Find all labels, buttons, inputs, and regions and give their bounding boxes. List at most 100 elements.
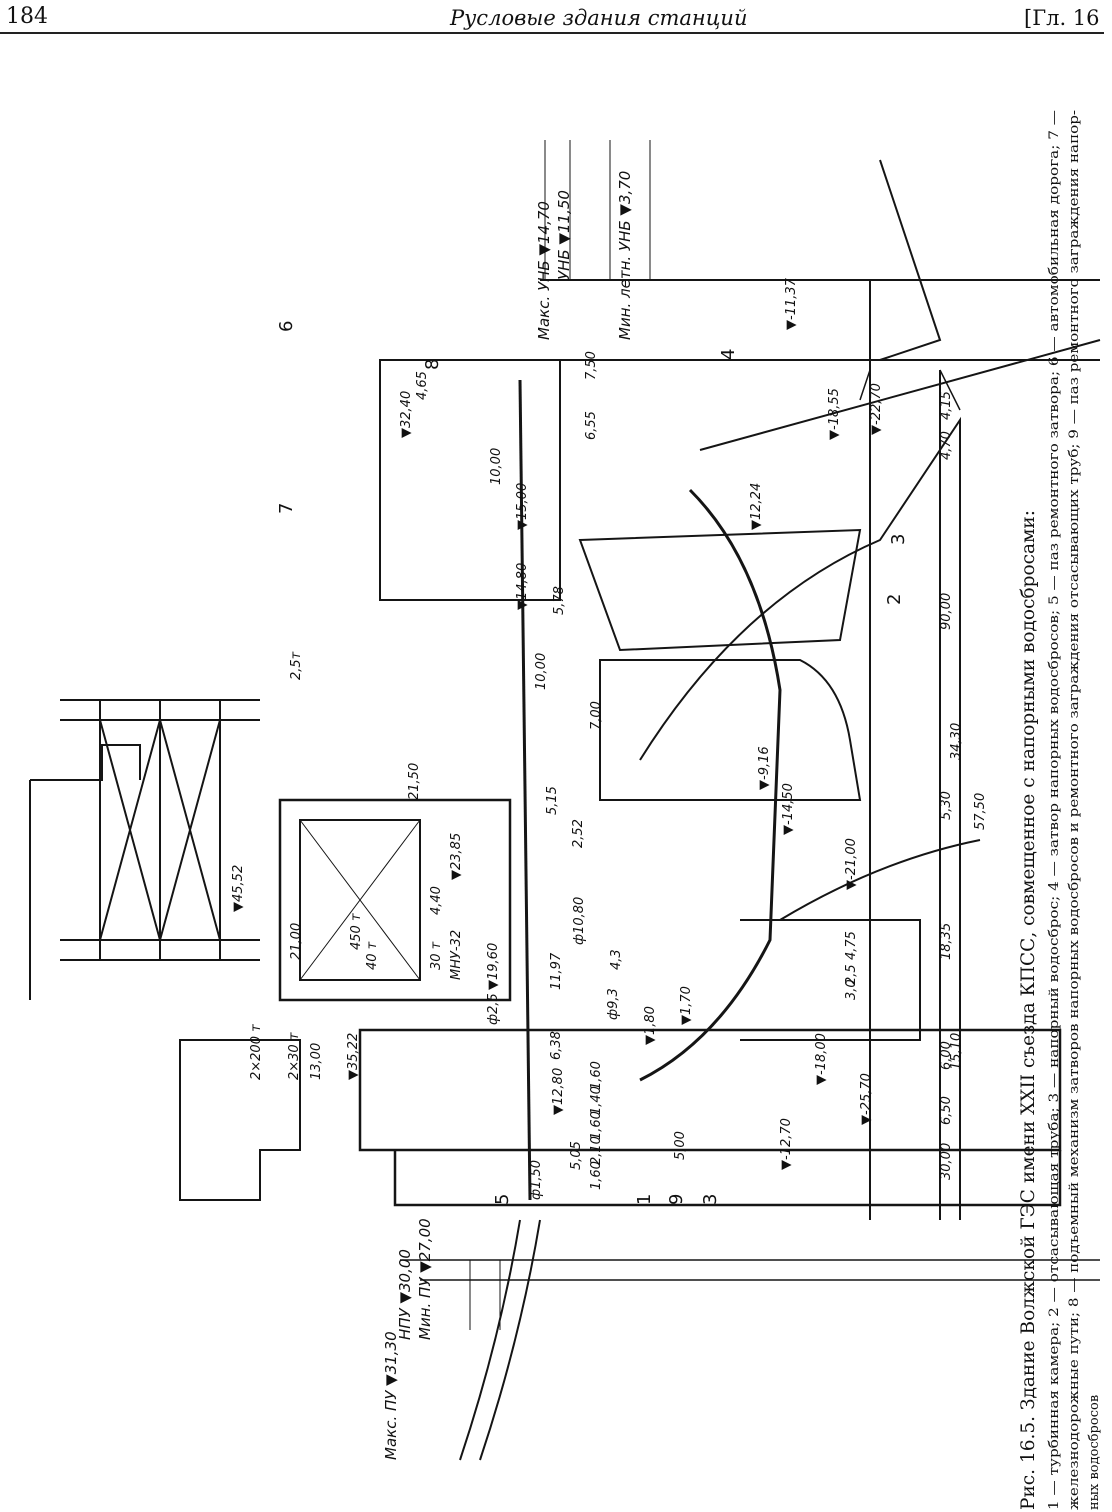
callout-9: 9 (666, 1194, 687, 1205)
tailwater-min-level: Мин. летн. УНБ ▼3,70 (616, 171, 634, 340)
elevation-mark: ▼14,80 (515, 563, 530, 610)
elevation-mark: ▼12,24 (749, 483, 764, 530)
elevation-mark: ▼32,40 (399, 391, 414, 438)
caption-line-1: 1 — турбинная камера; 2 — отсасывающая т… (1047, 110, 1062, 1510)
dimension-layer: 21,00 21,50 13,00 4,40 6,38 11,97 5,05 1… (289, 351, 988, 1200)
callout-layer: 1 2 3 3 4 5 6 7 8 9 (276, 321, 909, 1205)
callout-4: 4 (718, 349, 739, 360)
callout-2: 2 (884, 594, 905, 605)
elevation-mark: ▼-25,70 (859, 1073, 874, 1125)
elevation-mark: ▼-18,00 (814, 1033, 829, 1085)
elevation-mark: ▼1,70 (679, 986, 694, 1025)
callout-8: 8 (422, 359, 443, 370)
oil-pressure-unit-label: МНУ-32 (449, 930, 464, 980)
chapter-number: [Гл. 16 (1024, 6, 1100, 30)
dimension-value: 1,60 (589, 1111, 604, 1140)
dimension-value: 7,50 (584, 351, 599, 380)
water-level-layer: Макс. ПУ ▼31,30 НПУ ▼30,00 Мин. ПУ ▼27,0… (382, 171, 634, 1460)
dimension-value: 13,00 (309, 1043, 324, 1080)
dimension-value: ф2,5 (486, 993, 501, 1025)
caption-line-2: железнодорожные пути; 8 — подъемный меха… (1067, 110, 1082, 1510)
elevation-mark: ▼23,85 (449, 833, 464, 880)
elevation-mark: ▼-18,55 (827, 388, 842, 440)
page-number: 184 (6, 4, 48, 29)
dimension-value: 5,05 (569, 1141, 584, 1170)
dimension-value: 6,00 (939, 1041, 954, 1070)
elevation-mark: ▼15,00 (515, 483, 530, 530)
dimension-value: 6,50 (939, 1096, 954, 1125)
crane-capacity-label: 2×30 т (287, 1032, 302, 1080)
dimension-value: ф1,50 (529, 1160, 544, 1200)
hydro-station-drawing: 1 2 3 3 4 5 6 7 8 9 Макс. ПУ ▼31,30 НПУ … (29, 110, 1102, 1510)
dimension-value: 90,00 (939, 593, 954, 630)
elevation-mark: ▼45,52 (231, 865, 246, 912)
elevation-mark: ▼1,80 (643, 1006, 658, 1045)
header-rule (0, 32, 1104, 34)
callout-3-upper: 3 (888, 534, 909, 545)
crane-capacity-label: 2,5т (289, 651, 304, 680)
dimension-value: 4,3 (609, 949, 624, 970)
caption-line-3: ных водосбросов (1087, 1395, 1102, 1510)
dimension-value: 34,30 (949, 723, 964, 760)
elevation-mark: ▼12,80 (551, 1068, 566, 1115)
caption-title: Рис. 16.5. Здание Волжской ГЭС имени XXI… (1017, 510, 1039, 1510)
tailwater-max-level: Макс. УНБ ▼14,70 (535, 201, 553, 340)
elevation-mark: ▼35,22 (346, 1033, 361, 1080)
callout-5: 5 (492, 1194, 513, 1205)
dimension-value: 57,50 (973, 793, 988, 830)
callout-1: 1 (634, 1194, 655, 1205)
elevation-mark: ▼-21,00 (844, 838, 859, 890)
elevation-mark: ▼-11,37 (784, 277, 799, 330)
running-title: Русловые здания станций (450, 6, 748, 30)
elevation-mark: ▼-14,50 (781, 783, 796, 835)
crane-capacity-label: 30 т (429, 941, 444, 970)
callout-7: 7 (276, 503, 297, 514)
headwater-min-level: Мин. ПУ ▼27,00 (416, 1218, 434, 1340)
elevation-mark: ▼-9,16 (757, 746, 772, 790)
dimension-value: 1,60 (589, 1161, 604, 1190)
elevation-mark: ▼19,60 (486, 943, 501, 990)
dimension-value: 2,10 (589, 1136, 604, 1165)
headwater-max-level: Макс. ПУ ▼31,30 (382, 1331, 400, 1460)
dimension-value: 4,40 (429, 886, 444, 915)
dimension-value: 6,55 (584, 411, 599, 440)
dimension-value: 21,00 (289, 923, 304, 960)
crane-capacity-label: 40 т (365, 941, 380, 970)
drawing-linework (29, 140, 1101, 1461)
headwater-npu-level: НПУ ▼30,00 (396, 1249, 414, 1340)
equipment-label-layer: 2×200 т 2×30 т 450 т 30 т МНУ-32 40 т 2,… (249, 651, 464, 1080)
dimension-value: 10,00 (489, 448, 504, 485)
elevation-mark: ▼-12,70 (779, 1118, 794, 1170)
callout-6: 6 (276, 321, 297, 332)
dimension-value: 1,40 (589, 1086, 604, 1115)
dimension-value: 21,50 (407, 763, 422, 800)
dimension-value: 5,15 (545, 786, 560, 815)
dimension-value: 3,0 (844, 979, 859, 1000)
dimension-value: ф10,80 (572, 897, 587, 945)
crane-capacity-label: 2×200 т (249, 1024, 264, 1080)
tailwater-unb-level: УНБ ▼11,50 (555, 190, 573, 280)
dimension-value: 10,00 (534, 653, 549, 690)
dimension-value: 11,97 (549, 952, 564, 990)
dimension-value: 5,78 (552, 586, 567, 615)
crane-capacity-label: 450 т (349, 913, 364, 950)
dimension-value: 30,00 (939, 1143, 954, 1180)
dimension-value: 2,5 (844, 964, 859, 985)
dimension-value: 2,52 (571, 819, 586, 848)
page-header: 184 Русловые здания станций [Гл. 16 (0, 0, 1112, 34)
elevation-mark: ▼-22,70 (869, 383, 884, 435)
figure-caption: Рис. 16.5. Здание Волжской ГЭС имени XXI… (1017, 110, 1102, 1510)
dimension-value: ф9,3 (606, 988, 621, 1020)
dimension-value: 18,35 (939, 923, 954, 960)
dimension-value: 4,70 (939, 431, 954, 460)
dimension-value: 5,00 (673, 1131, 688, 1160)
dimension-value: 4,75 (844, 931, 859, 960)
callout-3-lower: 3 (700, 1194, 721, 1205)
dimension-value: 1,60 (589, 1061, 604, 1090)
elevation-layer: ▼45,52 ▼32,40 ▼35,22 ▼23,85 ▼19,60 ▼15,0… (231, 277, 884, 1170)
dimension-value: 6,38 (549, 1031, 564, 1060)
dimension-value: 4,15 (939, 391, 954, 420)
dimension-value: 7,00 (589, 701, 604, 730)
dimension-value: 4,65 (415, 371, 430, 400)
dimension-value: 15,10 (949, 1033, 964, 1070)
